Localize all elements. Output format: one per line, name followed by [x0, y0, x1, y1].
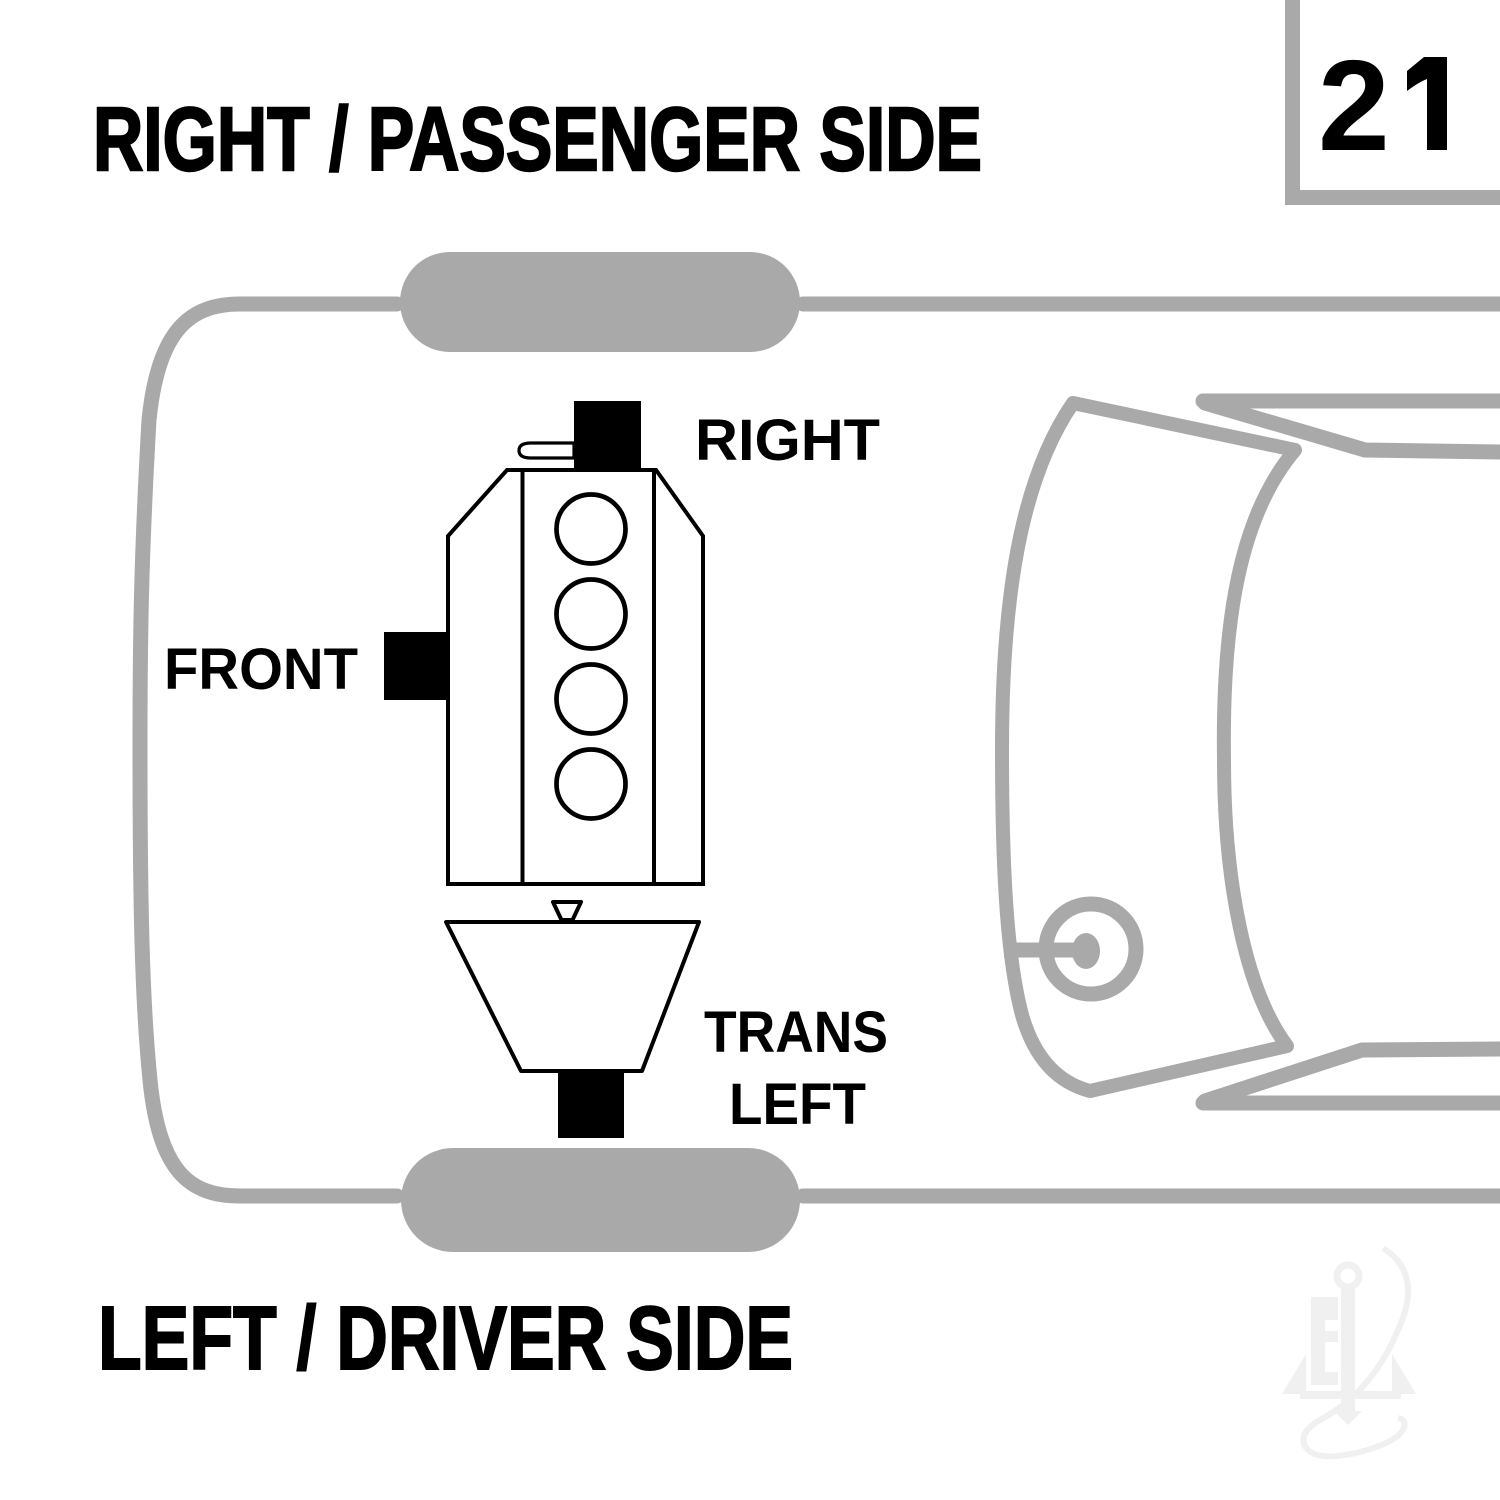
svg-text:2: 2: [1318, 34, 1390, 178]
svg-text:FRONT: FRONT: [164, 637, 358, 702]
svg-text:LEFT / DRIVER SIDE: LEFT / DRIVER SIDE: [98, 1289, 793, 1389]
svg-text:LEFT: LEFT: [729, 1072, 866, 1137]
svg-text:RIGHT: RIGHT: [695, 408, 880, 473]
svg-text:TRANS: TRANS: [704, 1000, 888, 1065]
svg-text:RIGHT / PASSENGER SIDE: RIGHT / PASSENGER SIDE: [93, 90, 982, 190]
